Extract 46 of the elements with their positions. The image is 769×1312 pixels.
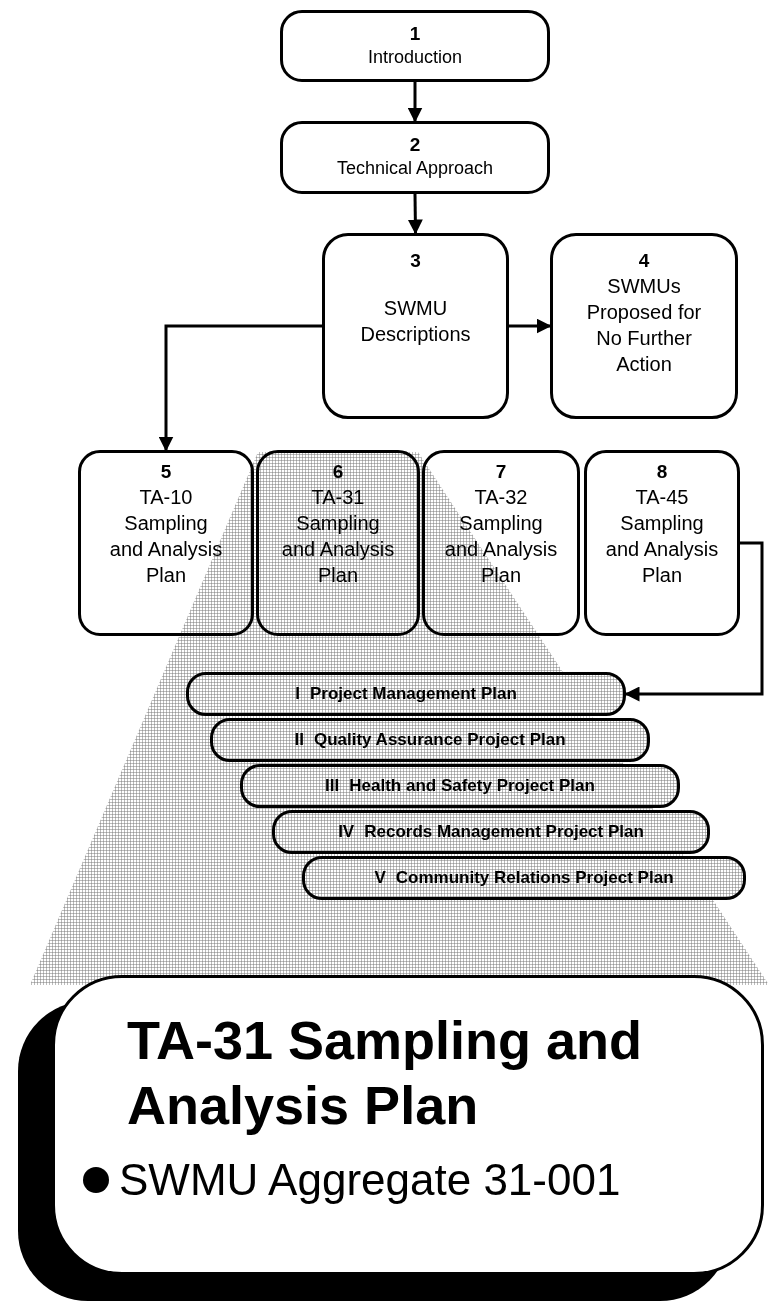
arrow bbox=[407, 193, 423, 235]
plan-title: Community Relations Project Plan bbox=[395, 868, 674, 888]
process-box bbox=[280, 10, 550, 82]
arrow bbox=[158, 324, 322, 452]
section-number: 5 bbox=[160, 461, 172, 484]
section-title: Technical Approach bbox=[336, 157, 494, 181]
section-title: SWMUs Proposed for No Further Action bbox=[585, 273, 703, 377]
process-box bbox=[256, 450, 420, 636]
plan-title: Health and Safety Project Plan bbox=[349, 776, 595, 796]
plan-title: Records Management Project Plan bbox=[364, 822, 644, 842]
roman-numeral: V bbox=[374, 868, 386, 888]
arrow bbox=[624, 541, 764, 702]
roman-numeral: II bbox=[294, 730, 304, 750]
section-title: TA-10 Sampling and Analysis Plan bbox=[108, 484, 224, 588]
section-number: 8 bbox=[656, 461, 668, 484]
section-title: TA-45 Sampling and Analysis Plan bbox=[604, 484, 720, 588]
process-box bbox=[422, 450, 580, 636]
section-number: 1 bbox=[409, 22, 421, 46]
plan-title: Quality Assurance Project Plan bbox=[313, 730, 566, 750]
section-title: SWMU Descriptions bbox=[359, 295, 472, 347]
section-number: 2 bbox=[409, 134, 421, 158]
process-box bbox=[584, 450, 740, 636]
plan-card bbox=[302, 856, 746, 900]
section-number: 6 bbox=[332, 461, 344, 484]
section-title: TA-32 Sampling and Analysis Plan bbox=[443, 484, 559, 588]
arrow bbox=[509, 318, 552, 334]
bullet-item: SWMU Aggregate 31-001 bbox=[119, 1153, 621, 1206]
process-box bbox=[550, 233, 738, 419]
section-number: 7 bbox=[495, 461, 507, 484]
plan-card bbox=[186, 672, 626, 716]
process-box bbox=[78, 450, 254, 636]
plan-card bbox=[240, 764, 680, 808]
section-title: TA-31 Sampling and Analysis Plan bbox=[280, 484, 396, 588]
plan-title: Project Management Plan bbox=[309, 684, 517, 704]
process-box bbox=[280, 121, 550, 194]
roman-numeral: III bbox=[325, 776, 340, 796]
roman-numeral: I bbox=[295, 684, 300, 704]
plan-card bbox=[210, 718, 650, 762]
focus-title: TA-31 Sampling and Analysis Plan bbox=[127, 1009, 644, 1137]
section-title: Introduction bbox=[367, 45, 463, 69]
arrow bbox=[407, 82, 423, 123]
plan-card bbox=[272, 810, 710, 854]
section-number: 4 bbox=[638, 250, 650, 273]
section-number: 3 bbox=[410, 250, 421, 273]
process-box bbox=[322, 233, 509, 419]
roman-numeral: IV bbox=[338, 822, 355, 842]
